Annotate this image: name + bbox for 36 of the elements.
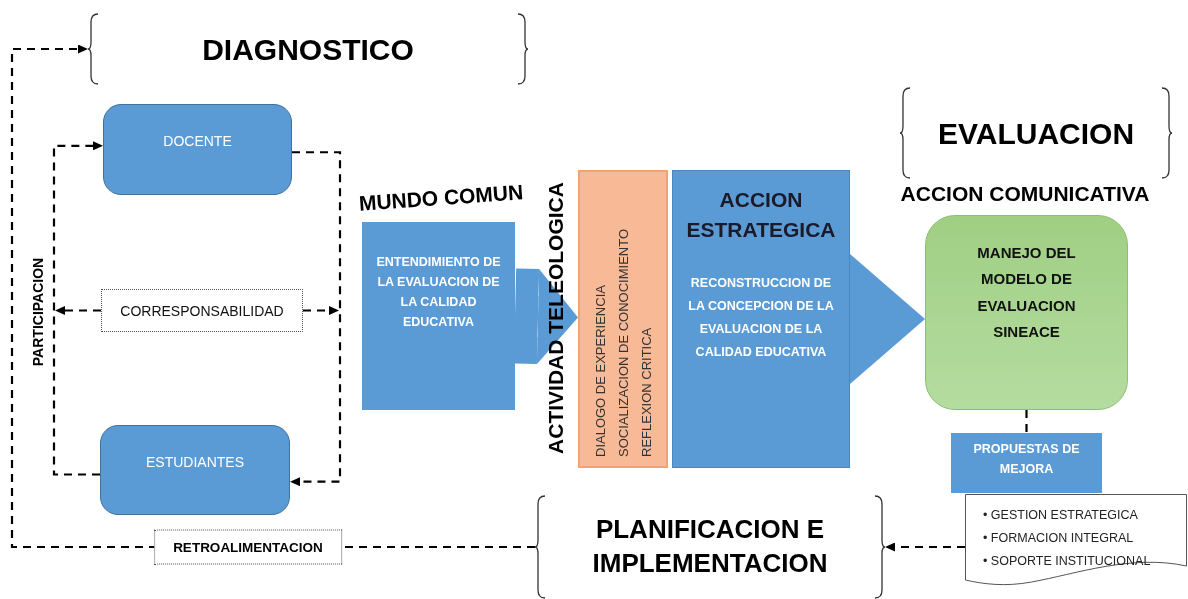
vertical-text: SOCIALIZACION DE CONOCIMIENTO <box>615 229 631 457</box>
list-item: • FORMACION INTEGRAL <box>983 530 1135 547</box>
process-box <box>951 433 1102 493</box>
rounded-box <box>103 104 292 195</box>
process-box <box>362 222 515 410</box>
dashed-arrow <box>303 306 339 315</box>
curved-heading: MUNDO COMUN <box>358 180 524 215</box>
box-label: ENTENDIMIENTO DE LA EVALUACION DE LA CALIDAD EDUCATIVA <box>376 255 501 329</box>
vertical-text: REFLEXION CRITICA <box>638 327 654 457</box>
dashed-arrow <box>885 542 965 552</box>
vertical-text: DIALOGO DE EXPERIENCIA <box>592 285 608 457</box>
dashed-arrow <box>290 151 342 487</box>
block-arrow <box>850 254 924 384</box>
dashed-arrow <box>52 141 103 476</box>
curved-heading: ACCION COMUNICATIVA <box>900 182 1150 205</box>
rounded-box <box>925 215 1128 410</box>
box-label: DOCENTE <box>163 133 232 149</box>
process-box <box>578 170 668 468</box>
process-box <box>672 170 850 468</box>
section-heading: ACCION ESTRATEGICA <box>686 188 836 242</box>
section-heading: EVALUACION <box>937 116 1135 150</box>
edge-label: RETROALIMENTACION <box>154 529 342 565</box>
vertical-label: PARTICIPACION <box>30 257 46 367</box>
list-item: • SOPORTE INSTITUCIONAL <box>983 553 1151 570</box>
box-label: CORRESPONSABILIDAD <box>120 302 284 319</box>
box-label: PROPUESTAS DE MEJORA <box>973 442 1080 476</box>
box-label: MANEJO DEL MODELO DE EVALUACION SINEACE <box>977 244 1076 340</box>
curved-heading: ACTIVIDAD TELEOLOGICA <box>544 182 567 454</box>
section-heading: DIAGNOSTICO <box>202 32 414 66</box>
box-label: RECONSTRUCCION DE LA CONCEPCION DE LA EVALUACION DE LA CALIDAD EDUCATIVA <box>688 275 834 360</box>
dashed-arrow <box>55 306 101 315</box>
box-label: ESTUDIANTES <box>146 454 244 470</box>
dotted-box <box>101 289 303 332</box>
list-item: • GESTION ESTRATEGICA <box>983 507 1139 524</box>
rounded-box <box>100 425 290 515</box>
section-heading: PLANIFICACION E IMPLEMENTACION <box>592 514 828 578</box>
